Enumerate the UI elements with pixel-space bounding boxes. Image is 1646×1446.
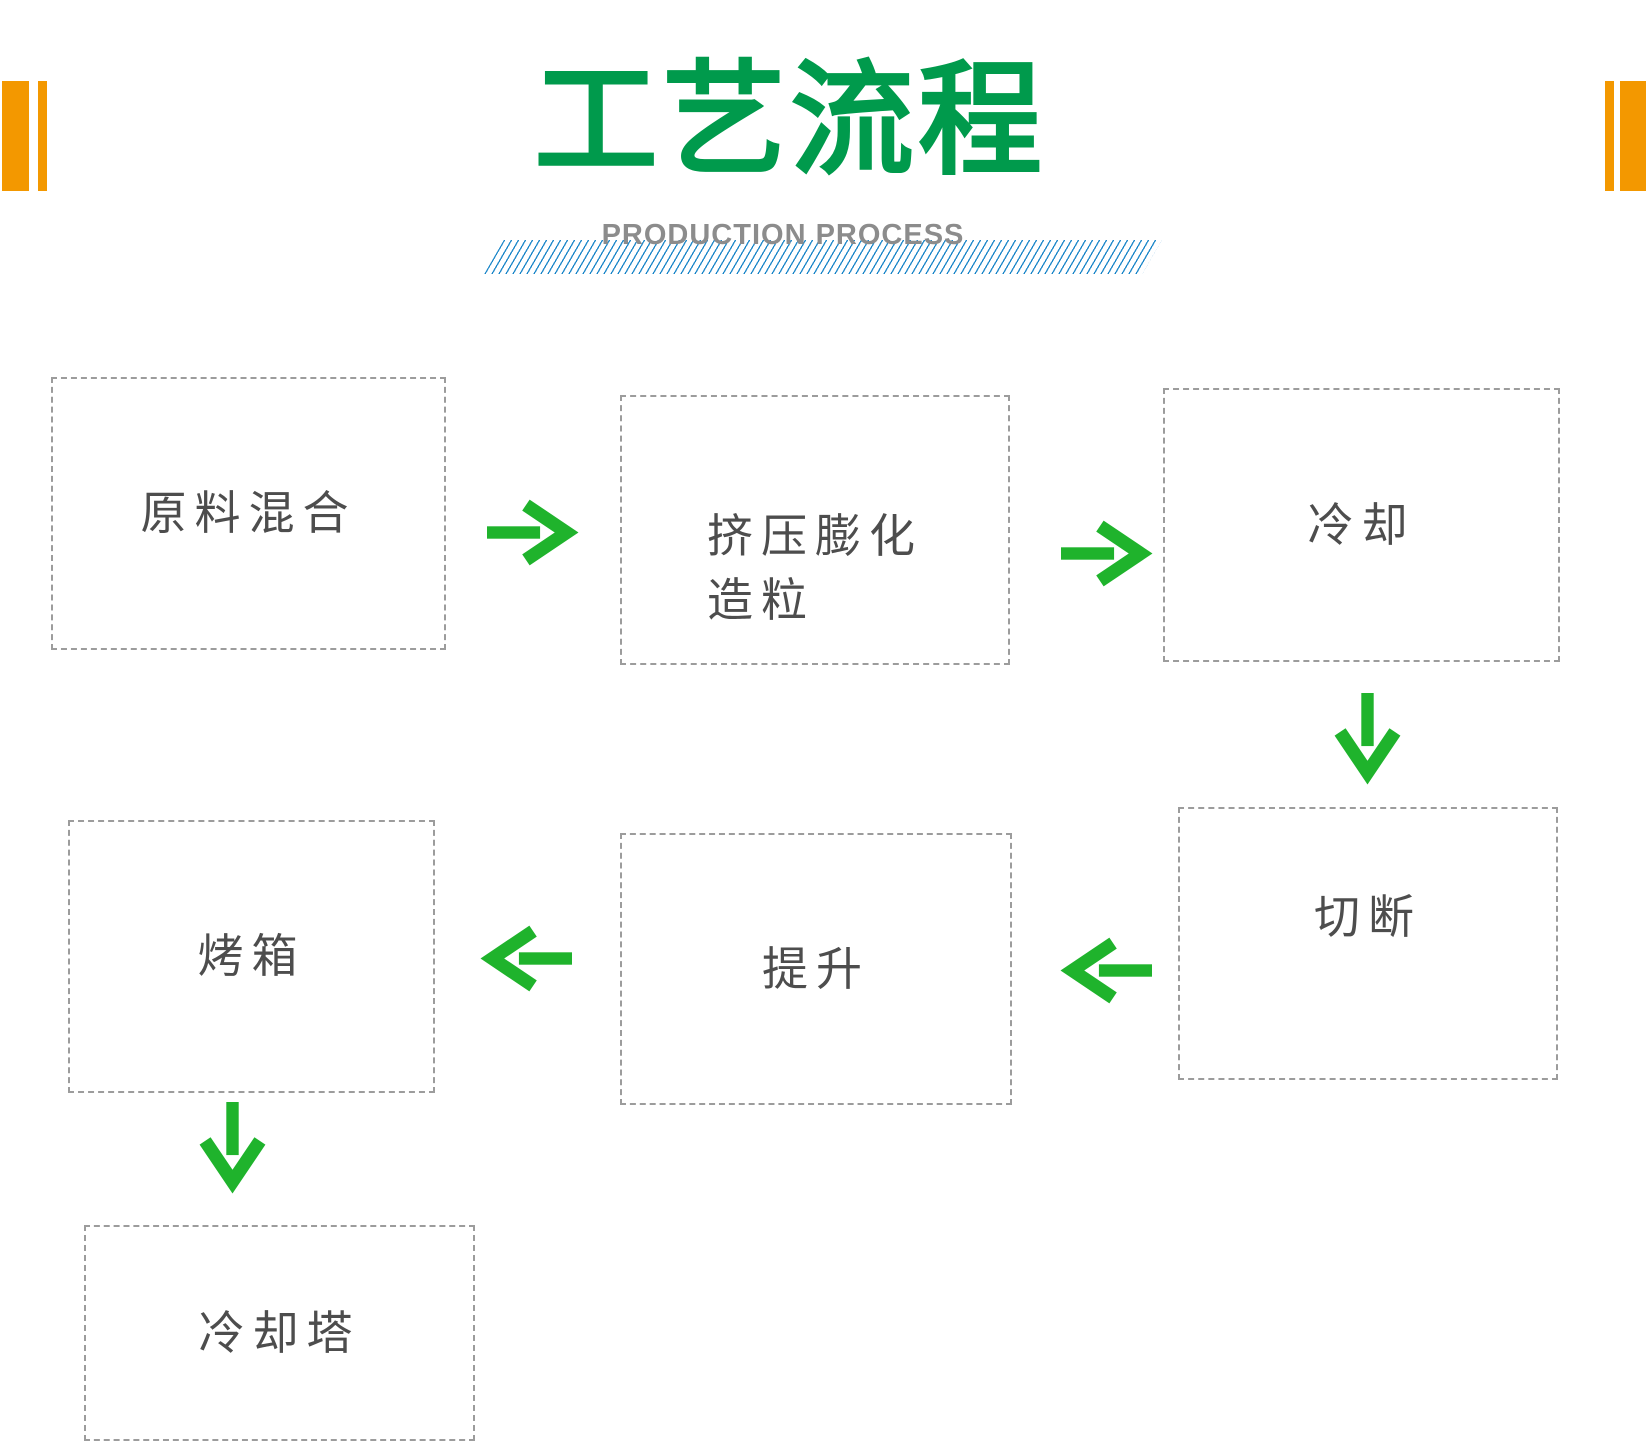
arrow-extrusion-to-cooling bbox=[1061, 518, 1153, 589]
left-accent-bar-thin bbox=[38, 81, 47, 191]
flow-step-lifting: 提升 bbox=[620, 833, 1012, 1105]
arrow-cutting-to-lifting bbox=[1060, 935, 1152, 1006]
arrow-cooling-to-cutting bbox=[1332, 693, 1403, 785]
flow-step-raw-material-mixing: 原料混合 bbox=[51, 377, 446, 650]
page-title: 工艺流程 bbox=[533, 52, 1046, 190]
flow-step-cooling-tower: 冷却塔 bbox=[84, 1225, 475, 1441]
flow-step-label: 烤箱 bbox=[197, 930, 306, 983]
arrow-down-icon bbox=[199, 1102, 266, 1194]
flow-step-label: 挤压膨化 造粒 bbox=[707, 509, 923, 626]
left-accent-bar-thick bbox=[2, 81, 29, 191]
flow-step-label: 冷却 bbox=[1307, 498, 1416, 551]
arrow-mixing-to-extrusion bbox=[487, 497, 579, 568]
flow-step-cooling: 冷却 bbox=[1163, 388, 1560, 662]
page-subtitle: PRODUCTION PROCESS bbox=[601, 219, 965, 251]
flow-step-label: 原料混合 bbox=[140, 487, 357, 540]
right-accent-bar-thin bbox=[1605, 81, 1614, 191]
flow-step-label: 切断 bbox=[1314, 890, 1422, 943]
right-accent-bar-thick bbox=[1620, 81, 1646, 191]
flow-step-oven: 烤箱 bbox=[68, 820, 435, 1093]
flow-step-label: 提升 bbox=[762, 942, 870, 995]
arrow-oven-to-cooling-tower bbox=[197, 1102, 268, 1194]
arrow-down-icon bbox=[1334, 693, 1401, 785]
flow-step-label: 冷却塔 bbox=[198, 1306, 361, 1359]
arrow-right-icon bbox=[487, 499, 579, 566]
arrow-lifting-to-oven bbox=[480, 923, 572, 994]
arrow-left-icon bbox=[480, 925, 572, 992]
arrow-left-icon bbox=[1060, 937, 1152, 1004]
flow-step-cutting: 切断 bbox=[1178, 807, 1558, 1080]
arrow-right-icon bbox=[1061, 520, 1153, 587]
flow-step-extrusion-expansion-granulation: 挤压膨化 造粒 bbox=[620, 395, 1010, 665]
